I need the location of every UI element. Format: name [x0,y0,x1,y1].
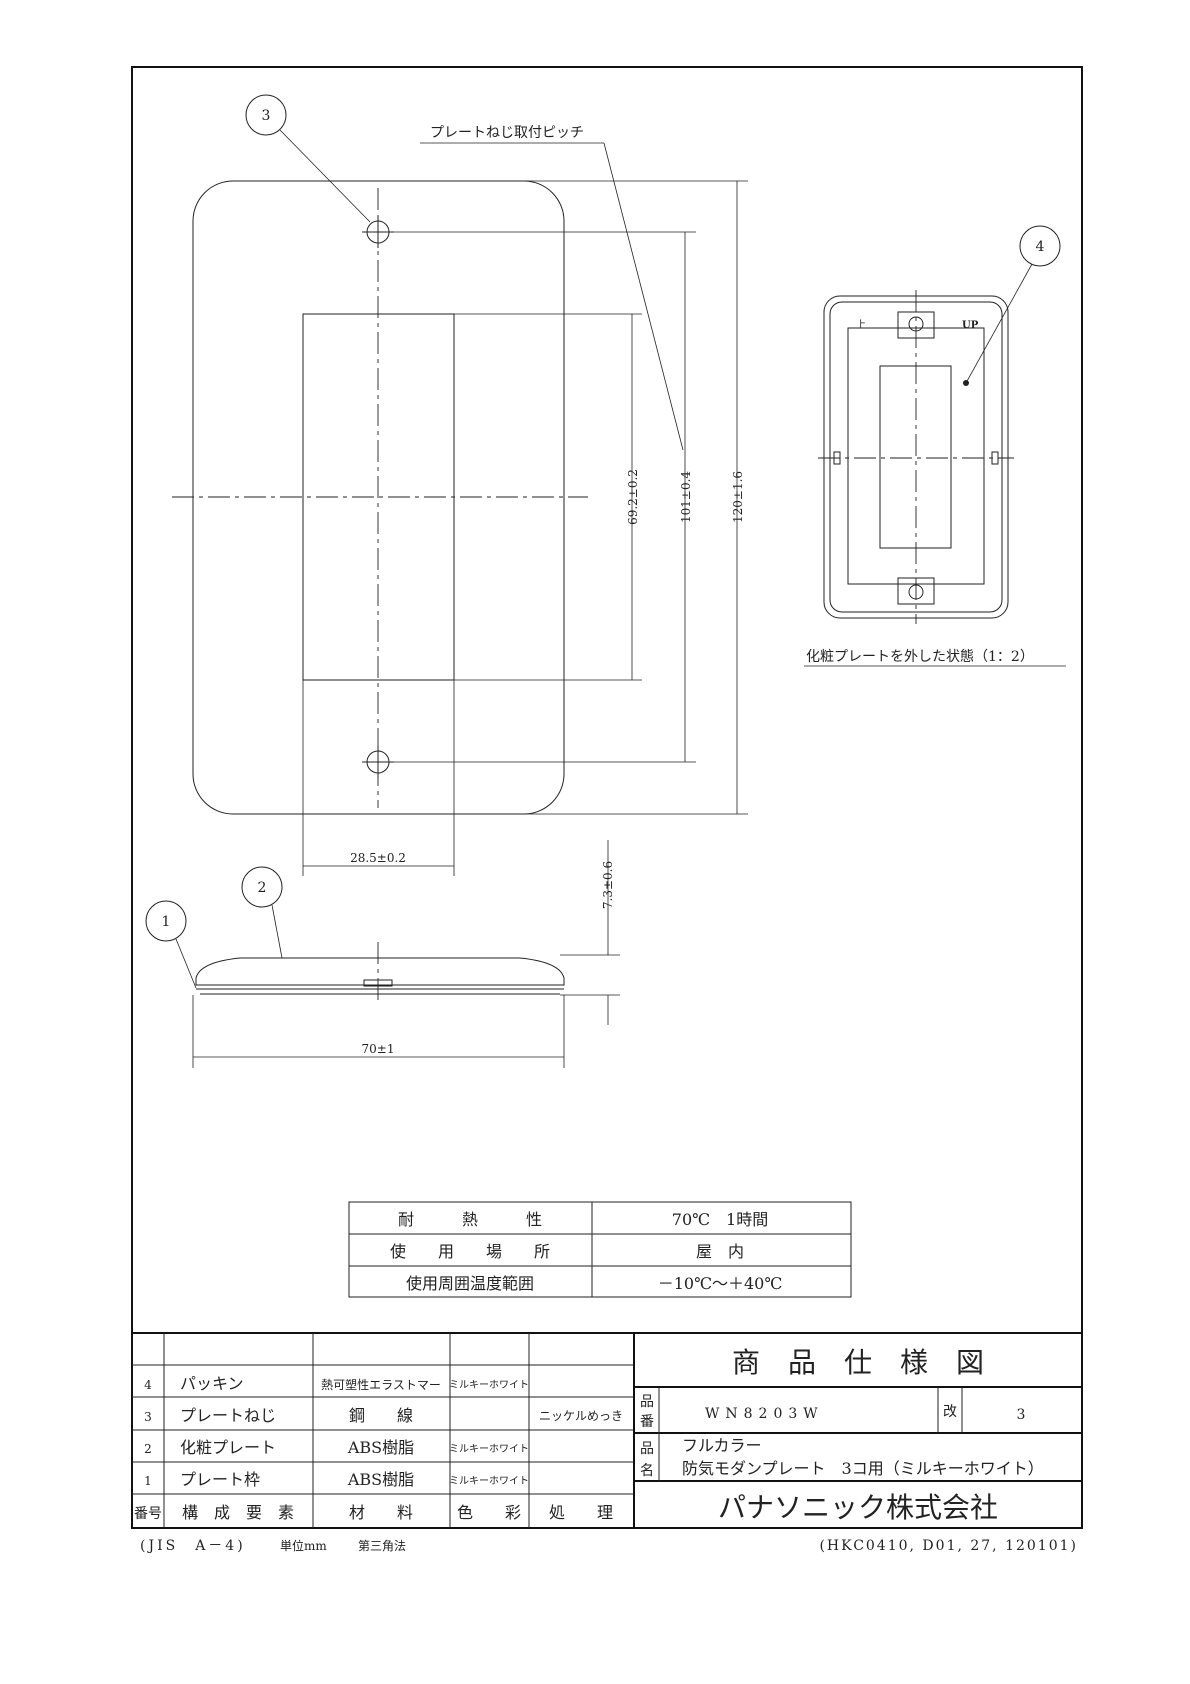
parts-row: 2 化粧プレート ABS樹脂 ミルキーホワイト [144,1438,529,1457]
up-mark-left: 上 [856,319,866,331]
part-material: ABS樹脂 [347,1470,414,1489]
parts-row: 1 プレート枠 ABS樹脂 ミルキーホワイト [144,1470,529,1489]
product-name-line1: フルカラー [682,1436,762,1455]
up-mark-right: UP [962,320,979,331]
header-component: 構 成 要 素 [182,1503,294,1522]
header-treatment: 処 理 [549,1503,613,1522]
spec-value: 屋 内 [696,1242,744,1261]
pitch-label: プレートねじ取付ピッチ [430,125,584,141]
header-material: 材 料 [349,1503,413,1522]
callout-4: 4 [1036,239,1045,255]
sheet-frame [131,66,1083,1529]
parts-header: 番号 構 成 要 素 材 料 色 彩 処 理 [134,1503,613,1522]
part-no: 4 [144,1378,152,1392]
drawing-title: 商 品 仕 様 図 [732,1346,984,1379]
part-name: パッキン [180,1374,244,1393]
frame-view: 上 UP 4 化粧プレートを外した状態（1：2） [804,225,1066,667]
dim-window-height: 69.2±0.2 [626,469,640,525]
dim-thickness: 7.3±0.6 [601,861,615,909]
spec-value: －10℃～＋40℃ [658,1274,783,1293]
part-material: 熱可塑性エラストマー [321,1377,441,1392]
projection-label: 第三角法 [358,1539,406,1553]
part-name: プレートねじ [180,1406,276,1425]
revision-label: 改 [943,1404,957,1420]
callout-3: 3 [262,108,271,124]
part-color: ミルキーホワイト [449,1443,529,1455]
part-treatment: ニッケルめっき [539,1409,623,1423]
part-color: ミルキーホワイト [449,1475,529,1487]
product-name-label: 品 [640,1441,654,1457]
product-name-line2: 防気モダンプレート 3コ用（ミルキーホワイト） [682,1459,1044,1478]
product-name-label: 名 [640,1463,654,1479]
title-block: 商 品 仕 様 図 品 番 WN8203W 改 3 品 名 フルカラー 防気モダ… [634,1346,1082,1524]
parts-table: 4 パッキン 熱可塑性エラストマー ミルキーホワイト 3 プレートねじ 鋼 線 … [132,1332,1082,1528]
part-no: 2 [144,1442,152,1456]
part-number: WN8203W [705,1406,824,1422]
spec-label: 使用周囲温度範囲 [406,1274,534,1293]
unit-label: 単位mm [280,1538,327,1553]
part-no: 1 [144,1474,152,1488]
part-no-label: 品 [640,1394,654,1410]
callout-1: 1 [162,914,171,930]
spec-label: 耐 熱 性 [398,1210,542,1229]
dim-screw-pitch: 101±0.4 [679,471,693,523]
screw-icon [362,746,394,778]
header-color: 色 彩 [457,1503,521,1522]
parts-row: 4 パッキン 熱可塑性エラストマー ミルキーホワイト [144,1374,529,1393]
spec-table: 耐 熱 性 70℃ 1時間 使 用 場 所 屋 内 使用周囲温度範囲 －10℃～… [348,1201,852,1298]
front-view: 120±1.6 101±0.4 69.2±0.2 28.5±0.2 プレートねじ… [172,94,748,876]
callout-2: 2 [258,880,267,896]
dim-window-width: 28.5±0.2 [350,851,406,865]
part-name: 化粧プレート [180,1438,276,1457]
spec-label: 使 用 場 所 [390,1242,550,1261]
plate-outline [192,180,565,815]
paper-size: (JIS A－4) [140,1538,246,1554]
spec-value: 70℃ 1時間 [672,1210,768,1229]
part-material: ABS樹脂 [347,1438,414,1457]
revision-number: 3 [1017,1407,1026,1423]
header-no: 番号 [134,1506,162,1522]
part-material: 鋼 線 [349,1406,413,1425]
dim-width-total: 70±1 [362,1042,395,1056]
part-no-label: 番 [640,1414,654,1430]
parts-row: 3 プレートねじ 鋼 線 ニッケルめっき [144,1406,623,1425]
part-color: ミルキーホワイト [449,1379,529,1391]
dim-height-total: 120±1.6 [731,471,745,523]
part-no: 3 [144,1410,152,1424]
side-view: 7.3±0.6 70±1 1 2 [145,840,620,1068]
part-name: プレート枠 [180,1470,260,1489]
drawing-code: (HKC0410, D01, 27, 120101) [819,1538,1078,1554]
screw-icon [362,216,394,248]
company-name: パナソニック株式会社 [718,1491,998,1524]
frame-view-caption: 化粧プレートを外した状態（1：2） [806,649,1034,665]
